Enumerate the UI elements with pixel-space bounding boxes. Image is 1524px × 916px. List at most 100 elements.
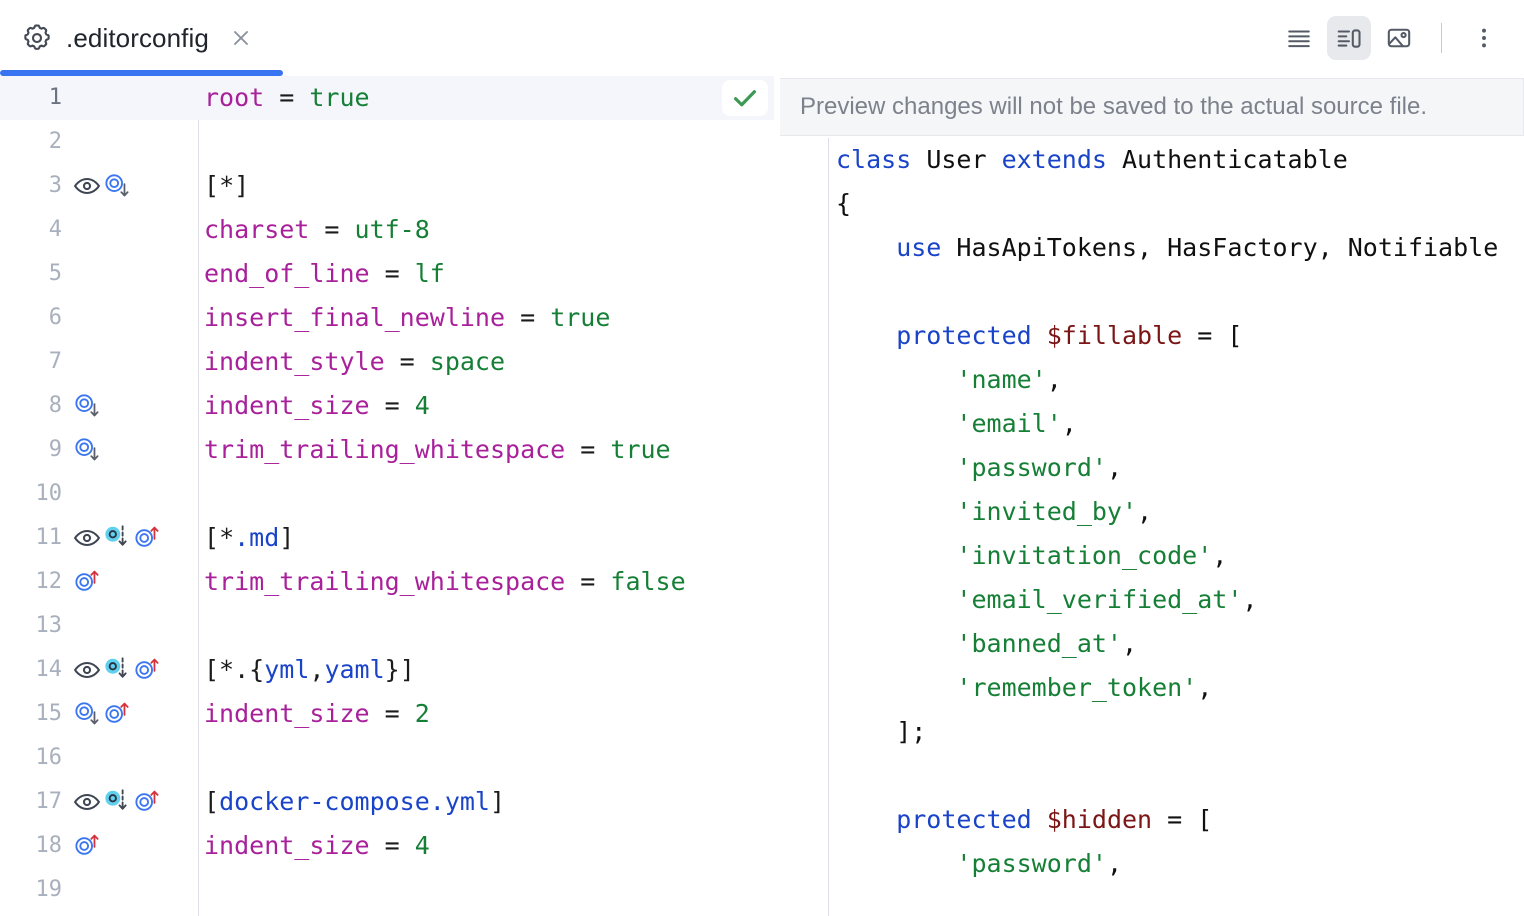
code-line[interactable]: 13 xyxy=(0,604,774,648)
code-text: indent_style = space xyxy=(204,347,506,376)
preview-code-line: 'remember_token', xyxy=(836,673,1213,702)
gutter-icons xyxy=(72,120,192,164)
target-down-icon[interactable] xyxy=(72,391,102,421)
gutter-icons xyxy=(72,472,192,516)
preview-code-list: class User extends Authenticatable{ use … xyxy=(836,138,1524,886)
preview-code-line: 'invitation_code', xyxy=(836,541,1228,570)
preview-gutter-divider xyxy=(828,138,829,916)
code-text: [*.md] xyxy=(204,523,295,552)
preview-code-line: 'banned_at', xyxy=(836,629,1138,658)
checkmark-icon[interactable] xyxy=(722,80,768,116)
line-number: 14 xyxy=(35,657,63,682)
code-line[interactable]: 17 [docker-compose.yml] xyxy=(0,780,774,824)
line-number: 13 xyxy=(35,613,63,638)
eye-icon[interactable] xyxy=(72,523,102,553)
line-number: 6 xyxy=(48,305,62,330)
code-text: indent_size = 4 xyxy=(204,831,430,860)
target-up-icon[interactable] xyxy=(132,787,162,817)
dot-arrow-down-icon[interactable] xyxy=(102,787,132,817)
preview-banner-text: Preview changes will not be saved to the… xyxy=(800,93,1428,120)
preview-banner: Preview changes will not be saved to the… xyxy=(780,78,1524,136)
gutter-divider xyxy=(198,76,199,916)
gutter-icons xyxy=(72,780,192,824)
preview-pane: Preview changes will not be saved to the… xyxy=(774,76,1524,916)
line-number: 7 xyxy=(48,349,62,374)
gutter-icons xyxy=(72,824,192,868)
line-number: 5 xyxy=(48,261,62,286)
line-number: 10 xyxy=(35,481,63,506)
dot-arrow-down-icon[interactable] xyxy=(102,655,132,685)
gutter-icons xyxy=(72,516,192,560)
gutter-icons xyxy=(72,296,192,340)
code-text: [*.{yml,yaml}] xyxy=(204,655,415,684)
line-number: 4 xyxy=(48,217,62,242)
image-preview-icon[interactable] xyxy=(1377,16,1421,60)
close-icon[interactable] xyxy=(229,26,253,50)
line-number: 2 xyxy=(48,129,62,154)
line-number: 3 xyxy=(48,173,62,198)
gutter-icons xyxy=(72,868,192,912)
code-line[interactable]: 7 indent_style = space xyxy=(0,340,774,384)
code-line[interactable]: 18 indent_size = 4 xyxy=(0,824,774,868)
line-number: 17 xyxy=(35,789,63,814)
line-number: 11 xyxy=(35,525,63,550)
code-line[interactable]: 3 [*] xyxy=(0,164,774,208)
line-number: 16 xyxy=(35,745,63,770)
target-up-icon[interactable] xyxy=(72,831,102,861)
preview-code-line: 'invited_by', xyxy=(836,497,1153,526)
gutter-icons xyxy=(72,384,192,428)
code-line[interactable]: 19 xyxy=(0,868,774,912)
preview-code-line: protected $fillable = [ xyxy=(836,321,1243,350)
target-down-icon[interactable] xyxy=(102,171,132,201)
code-line[interactable]: 14 [*.{yml,yaml}] xyxy=(0,648,774,692)
gutter-icons xyxy=(72,340,192,384)
more-options-icon[interactable] xyxy=(1462,16,1506,60)
dot-arrow-down-icon[interactable] xyxy=(102,523,132,553)
preview-code-line xyxy=(836,270,1524,314)
target-down-icon[interactable] xyxy=(72,699,102,729)
list-view-icon[interactable] xyxy=(1277,16,1321,60)
split-view-icon[interactable] xyxy=(1327,16,1371,60)
code-line[interactable]: 4 charset = utf-8 xyxy=(0,208,774,252)
target-up-icon[interactable] xyxy=(132,655,162,685)
line-number: 12 xyxy=(35,569,63,594)
preview-code-line: 'password', xyxy=(836,453,1122,482)
code-text: [docker-compose.yml] xyxy=(204,787,506,816)
line-number: 18 xyxy=(35,833,63,858)
code-text: charset = utf-8 xyxy=(204,215,430,244)
eye-icon[interactable] xyxy=(72,787,102,817)
gear-icon xyxy=(22,23,52,53)
code-line[interactable]: 16 xyxy=(0,736,774,780)
line-number: 15 xyxy=(35,701,63,726)
code-line[interactable]: 2 xyxy=(0,120,774,164)
tab-editorconfig[interactable]: .editorconfig xyxy=(0,0,253,76)
gutter-icons xyxy=(72,604,192,648)
target-down-icon[interactable] xyxy=(72,435,102,465)
eye-icon[interactable] xyxy=(72,171,102,201)
preview-code-line: protected $hidden = [ xyxy=(836,805,1213,834)
tab-title: .editorconfig xyxy=(66,22,209,53)
gutter-icons xyxy=(72,164,192,208)
code-text: [*] xyxy=(204,171,250,200)
code-line[interactable]: 5 end_of_line = lf xyxy=(0,252,774,296)
code-line[interactable]: 10 xyxy=(0,472,774,516)
preview-code-line: ]; xyxy=(836,717,927,746)
target-up-icon[interactable] xyxy=(102,699,132,729)
gutter-icons xyxy=(72,252,192,296)
code-line[interactable]: 11 [*.md] xyxy=(0,516,774,560)
preview-code-line xyxy=(836,754,1524,798)
code-text: end_of_line = lf xyxy=(204,259,445,288)
gutter-icons xyxy=(72,692,192,736)
line-number: 9 xyxy=(48,437,62,462)
target-up-icon[interactable] xyxy=(72,567,102,597)
target-up-icon[interactable] xyxy=(132,523,162,553)
eye-icon[interactable] xyxy=(72,655,102,685)
